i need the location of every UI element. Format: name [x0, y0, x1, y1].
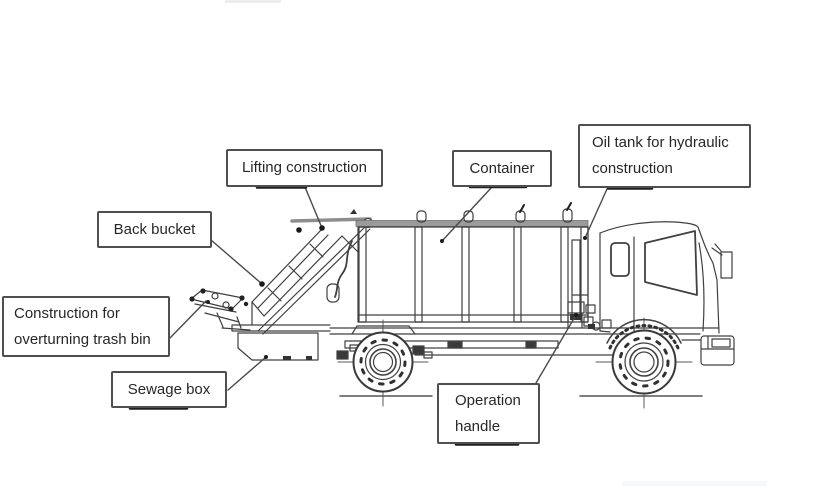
label-text: Container	[469, 159, 535, 177]
label-oil-tank: Oil tank for hydraulic construction	[578, 124, 751, 188]
trash-bin-tipper-drawing	[189, 288, 251, 331]
back-bucket-drawing	[251, 228, 359, 326]
label-text: Sewage box	[127, 380, 211, 398]
label-text: construction	[592, 160, 673, 177]
container-drawing	[355, 202, 589, 323]
oil-tank-drawing	[571, 239, 589, 316]
label-container: Container	[452, 150, 552, 187]
front-wheel-drawing	[595, 317, 693, 409]
rear-wheel-drawing	[337, 319, 429, 407]
label-operation-handle: Operation handle	[437, 383, 540, 444]
label-text: Construction for	[14, 304, 120, 322]
cab-drawing	[583, 221, 735, 366]
label-text: Operation	[455, 391, 521, 409]
label-text: overturning trash bin	[14, 330, 151, 348]
callout-underline-accents	[128, 185, 654, 446]
scan-artifacts	[225, 0, 767, 486]
label-text: Back bucket	[113, 220, 196, 238]
leader-lines	[169, 186, 608, 391]
label-overturning-construction: Construction for overturning trash bin	[2, 296, 170, 357]
label-sewage-box: Sewage box	[111, 371, 227, 408]
label-text: Oil tank for hydraulic	[592, 134, 729, 151]
label-text: handle	[455, 417, 501, 435]
sewage-box-drawing	[231, 324, 331, 361]
label-text: Lifting construction	[241, 159, 368, 176]
label-back-bucket: Back bucket	[97, 211, 212, 248]
label-lifting-construction: Lifting construction	[226, 149, 383, 187]
lifting-arm-drawing	[257, 209, 374, 335]
